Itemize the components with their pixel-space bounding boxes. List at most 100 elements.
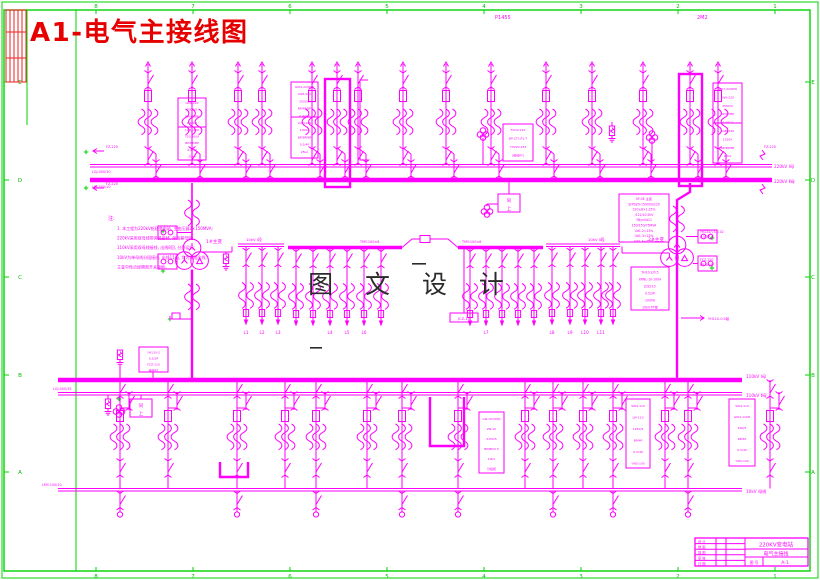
pt-tap-arrow bbox=[681, 315, 705, 321]
zone-labels: 8 7 6 5 4 3 2 1 8 7 6 5 4 3 2 1 E D C B … bbox=[18, 4, 815, 580]
zone-label: 1 bbox=[773, 4, 777, 10]
title-block bbox=[694, 537, 809, 567]
feeder-symbol bbox=[578, 247, 593, 326]
feeder-symbol bbox=[234, 491, 243, 517]
feeder-symbol bbox=[271, 247, 286, 326]
bus-code-label: LGJ-400/10 bbox=[92, 170, 111, 174]
bay-symbol bbox=[357, 380, 381, 489]
schematic bbox=[58, 62, 785, 517]
zone-label: 2 bbox=[676, 574, 680, 580]
feeder-label: L3 bbox=[276, 330, 281, 335]
bay-symbol bbox=[582, 62, 605, 180]
zone-label: A bbox=[811, 470, 815, 476]
title-block-text: 设 计制 图描 图审 核日 期 220KV变电站 电气主接线 图 号 A-1 bbox=[698, 539, 794, 566]
arrester-label: FZ-220 bbox=[106, 145, 118, 149]
project-name: 220KV变电站 bbox=[759, 541, 794, 549]
arrester-symbol bbox=[222, 253, 230, 271]
arrester-symbol bbox=[608, 125, 616, 143]
pt-label: 0.5/3P bbox=[700, 235, 710, 239]
feeder-label: L11 bbox=[597, 330, 605, 335]
transformer-label: 2#主变 bbox=[648, 236, 664, 243]
bottom-bays bbox=[110, 380, 784, 489]
bottom-feeders bbox=[117, 491, 694, 517]
bay-symbol bbox=[436, 62, 459, 180]
feeder-label: L7 bbox=[484, 330, 489, 335]
feeder-label: L2 bbox=[260, 330, 265, 335]
bus-section-label: 10kV Ⅰ段 bbox=[246, 237, 262, 242]
zone-label: 3 bbox=[579, 4, 583, 10]
zone-label: 8 bbox=[94, 574, 98, 580]
bus-220kv bbox=[90, 164, 772, 183]
zone-label: 2 bbox=[676, 4, 680, 10]
tongshang-label: 上 bbox=[139, 410, 144, 417]
bus-name-label: 10kV 母线 bbox=[746, 488, 767, 495]
bay-symbol bbox=[678, 380, 702, 489]
incoming-line-label: P1455 bbox=[495, 15, 511, 21]
top-bays bbox=[92, 62, 766, 195]
arrester-label: BP-4P/4P bbox=[700, 263, 714, 267]
bus-code-label: TMY-100×8 bbox=[359, 240, 379, 244]
zone-label: 3 bbox=[579, 574, 583, 580]
feeder-symbol bbox=[527, 248, 542, 327]
tongshang-label: 同 bbox=[139, 403, 144, 409]
bus-name-label: 110kV Ⅰ母 bbox=[746, 374, 766, 380]
bay-symbol bbox=[603, 380, 627, 489]
watermark-text: 图 文 设 计 bbox=[308, 270, 516, 299]
titleblock-rows: 设 计制 图描 图审 核日 期 bbox=[698, 539, 706, 566]
zone-ticks-right bbox=[805, 81, 810, 473]
zone-label: 1 bbox=[773, 574, 777, 580]
bay-symbol bbox=[515, 380, 539, 489]
zone-label: D bbox=[18, 178, 22, 184]
pt-label: YH110-0.5级 bbox=[708, 316, 730, 321]
incoming-line-label: 2M2 bbox=[697, 15, 708, 21]
feeder-symbol bbox=[455, 491, 464, 517]
bay-symbol bbox=[158, 380, 182, 489]
bus-pt-groups bbox=[104, 182, 521, 418]
bay-symbol bbox=[275, 380, 299, 489]
zone-label: 5 bbox=[385, 574, 389, 580]
feeder-symbol bbox=[239, 247, 254, 326]
jcz-label: JCZ-10 bbox=[457, 316, 471, 321]
feeder-symbol bbox=[550, 491, 559, 517]
feeder-symbol bbox=[610, 491, 619, 517]
bay-symbol bbox=[448, 380, 472, 489]
jcz-box bbox=[449, 312, 479, 323]
zone-label: B bbox=[811, 373, 815, 379]
feeder-symbol bbox=[563, 247, 578, 326]
transformer-label: 1#主变 bbox=[206, 238, 222, 245]
arrester-label: FCZ-220 bbox=[700, 258, 713, 262]
schematic-labels: P1455 2M2 LGJ-400/10 220kV Ⅰ母 LGJ-500/10… bbox=[42, 15, 795, 495]
bay-symbol bbox=[306, 380, 330, 489]
arrester-symbol bbox=[104, 398, 112, 416]
feeder-symbol bbox=[399, 491, 408, 517]
feeder-label: L5 bbox=[345, 330, 350, 335]
tongshang-label: 上 bbox=[507, 205, 512, 212]
notes-heading: 注: bbox=[108, 215, 115, 222]
feeder-label: L6 bbox=[362, 330, 367, 335]
pt-symbol bbox=[480, 204, 494, 218]
sync-bracket bbox=[359, 79, 368, 161]
bay-symbol bbox=[680, 62, 703, 180]
border-rect bbox=[3, 9, 811, 572]
bus-name-label: 110kV Ⅱ母 bbox=[746, 393, 767, 399]
line-arrow bbox=[92, 148, 104, 154]
zone-label: C bbox=[18, 275, 22, 281]
zone-label: 5 bbox=[385, 4, 389, 10]
bus-section-label: 10kV Ⅱ段 bbox=[588, 237, 605, 242]
zone-label: 4 bbox=[482, 574, 486, 580]
line-arrow bbox=[92, 185, 104, 191]
bay-symbol bbox=[655, 380, 679, 489]
bus-10kv-lower bbox=[58, 488, 742, 492]
drawing-no: A-1 bbox=[781, 560, 789, 566]
feeder-label: L8 bbox=[550, 330, 555, 335]
zone-label: B bbox=[18, 373, 22, 379]
